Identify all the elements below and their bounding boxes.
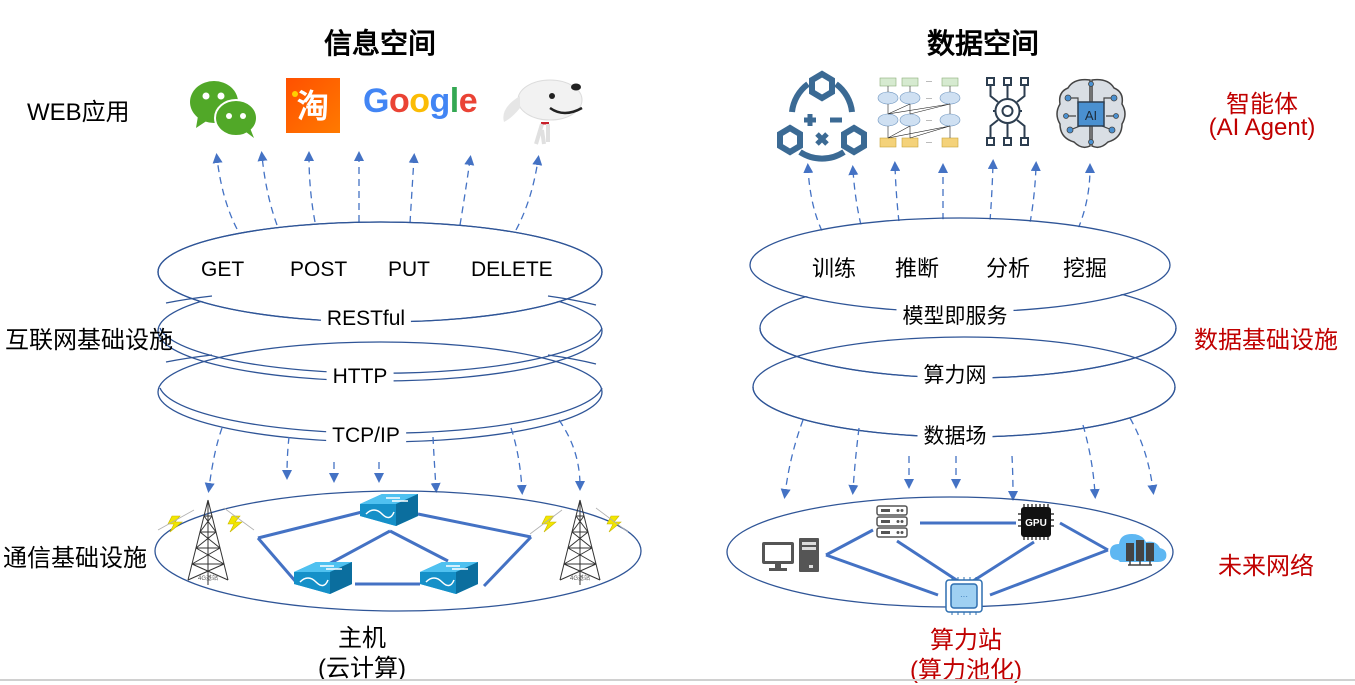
method-put: PUT (388, 258, 430, 281)
neural-network-diagram (877, 77, 961, 148)
layer-restful: RESTful (320, 307, 412, 331)
ai-chip-label: AI (1085, 108, 1097, 123)
comm-infra-ellipse (154, 490, 642, 612)
jd-dog-icon (503, 79, 583, 145)
method-post: POST (290, 258, 348, 281)
layer-data-field: 数据场 (917, 420, 993, 450)
task-mining: 挖掘 (1063, 256, 1108, 281)
down-arrow (1129, 417, 1158, 495)
cell-tower-icon (187, 499, 229, 585)
tower-label: 4G基站 (198, 576, 219, 582)
cloud-computing-label: (云计算) (318, 655, 406, 682)
gpu-label: GPU (1025, 518, 1047, 529)
layer-compute-network: 算力网 (917, 359, 993, 389)
down-arrow (430, 436, 441, 493)
web-app-layer-label: WEB应用 (27, 99, 130, 126)
down-arrow (282, 436, 293, 480)
right-downward-arrows (780, 417, 1158, 501)
tower-label: 4G基站 (570, 576, 591, 582)
host-label: 主机 (338, 625, 386, 652)
left-downward-arrows (204, 419, 585, 495)
google-logo: Google (363, 82, 478, 120)
future-network-label: 未来网络 (1218, 553, 1314, 580)
network-switch (360, 494, 418, 526)
down-arrow (1082, 424, 1100, 499)
up-arrow (987, 159, 998, 222)
compute-links (825, 521, 1109, 597)
down-arrow (848, 427, 860, 495)
comm-infra-label: 通信基础设施 (3, 545, 147, 572)
network-switch (294, 562, 352, 594)
circuit-gear-icon (986, 77, 1029, 146)
task-inference: 推断 (895, 256, 940, 281)
network-switch (420, 562, 478, 594)
left-upward-arrows (212, 151, 543, 231)
down-arrow (558, 419, 585, 491)
compute-station-label: 算力站 (930, 627, 1002, 654)
up-arrow (459, 155, 475, 226)
up-arrow (408, 153, 419, 224)
layer-http: HTTP (326, 365, 394, 389)
left-panel-title: 信息空间 (323, 28, 437, 59)
up-arrow (1029, 161, 1041, 224)
up-arrow (212, 153, 238, 230)
data-infra-label: 数据基础设施 (1194, 327, 1338, 354)
up-arrow (890, 161, 901, 223)
agent-label: 智能体 (1226, 91, 1298, 118)
bottom-divider (0, 679, 1355, 681)
layer-maas: 模型即服务 (896, 300, 1014, 330)
up-arrow (304, 151, 316, 223)
task-analysis: 分析 (986, 256, 1031, 281)
compute-station-chip-icon: ··· (945, 577, 983, 615)
up-arrow (803, 163, 823, 232)
internet-infra-label: 互联网基础设施 (5, 327, 173, 354)
down-arrow (1007, 455, 1018, 501)
switch-links (256, 510, 533, 588)
method-delete: DELETE (471, 258, 553, 281)
ai-brain-icon: AI (1056, 78, 1126, 149)
taobao-glyph: 淘 (297, 87, 329, 125)
agent-label-en: (AI Agent) (1208, 114, 1316, 141)
layer-tcpip: TCP/IP (326, 424, 406, 448)
svg-text:···: ··· (960, 592, 968, 601)
cloud-server-icon (1110, 534, 1167, 566)
right-panel-title: 数据空间 (926, 28, 1040, 59)
method-get: GET (201, 258, 245, 281)
taobao-icon: 淘 (286, 78, 340, 133)
right-upward-arrows (803, 159, 1095, 232)
down-arrow (510, 427, 527, 495)
desktop-computer-icon (762, 538, 819, 572)
math-operations-icon (777, 70, 867, 162)
cell-tower-icon (559, 499, 601, 585)
wireless-link-icon (167, 515, 622, 533)
up-arrow (515, 155, 543, 231)
down-arrow (780, 419, 804, 499)
server-icon (876, 505, 908, 538)
up-arrow (848, 165, 862, 226)
up-arrow (257, 151, 278, 226)
down-arrow (204, 427, 223, 493)
task-train: 训练 (812, 256, 857, 281)
wechat-icon (190, 81, 258, 138)
gpu-chip-icon: GPU (1018, 504, 1054, 540)
up-arrow (1077, 163, 1095, 230)
